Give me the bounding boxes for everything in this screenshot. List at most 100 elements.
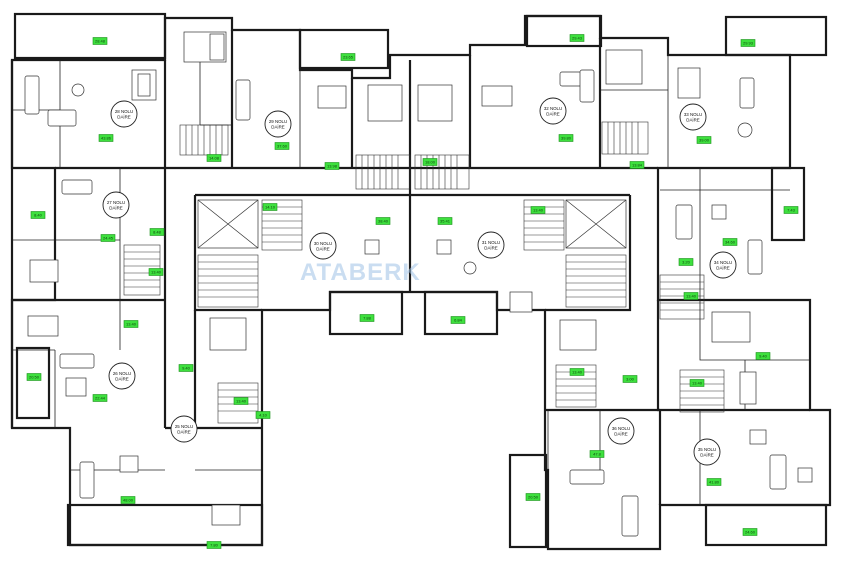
furniture [24,31,813,537]
area-badge: 38.40 [375,217,391,225]
balcony-31 [423,290,499,336]
stair-left-low [217,382,259,424]
shaft-right [565,199,627,249]
area-badge-text: 8.40 [34,212,43,217]
unit-label-line: 31 NOLU [482,240,500,245]
balcony-28 [13,12,167,60]
area-badge: 13.40 [683,292,699,300]
area-badge-text: 7.80 [210,542,219,547]
unit-label-line: DAİRE [716,266,729,271]
area-badge: 14.08 [206,154,222,162]
balcony-26 [15,346,51,420]
area-badge: 8.40 [30,211,46,219]
area-badge-text: 29.93 [743,40,754,45]
area-badge-text: 24.60 [745,529,756,534]
area-badge-text: 39.80 [561,135,572,140]
stair-right-mid [659,274,705,320]
unit-circle [102,191,130,219]
unit-label-line: 30 NOLU [314,241,332,246]
balcony-36a [508,453,548,549]
area-badge-text: 7.88 [363,315,372,320]
area-badge: 48.00 [120,496,136,504]
area-badge-text: 9.40 [182,365,191,370]
area-badge: 13.40 [148,268,164,276]
unit-circle [607,417,635,445]
area-badge: 43.86 [98,134,114,142]
unit-label-line: DAİRE [115,377,128,382]
area-badge: 3.00 [622,375,638,383]
area-badge: 23.65 [340,53,356,61]
unit-label-line: DAİRE [271,125,284,130]
area-badge-text: 24.45 [103,235,114,240]
area-badge-text: 39.00 [699,137,710,142]
area-badge: 37.60 [274,142,290,150]
area-badge: 28.48 [92,37,108,45]
unit-circle [693,438,721,466]
unit-label-line: DAİRE [686,118,699,123]
balcony-30 [328,290,404,336]
unit-circle [309,232,337,260]
area-badge: 41.80 [706,478,722,486]
area-badge: 35.41 [437,217,453,225]
area-badge-text: 13.98 [327,163,338,168]
area-badge: 13.40 [569,368,585,376]
unit-label-line: 26 NOLU [113,371,131,376]
balcony-35 [704,503,828,547]
area-badge: 29.43 [569,34,585,42]
area-badge: 13.40 [123,320,139,328]
area-badge: 18.00 [422,158,438,166]
area-badge-text: 20.50 [29,374,40,379]
area-badge-text: 43.86 [101,135,112,140]
shaft-left [197,199,259,249]
area-badge-text: 13.40 [572,369,583,374]
area-badge: 7.88 [359,314,375,322]
area-badge-text: 13.40 [692,380,703,385]
unit-label-line: DAİRE [614,432,627,437]
area-badge-text: 13.40 [533,207,544,212]
watermark-text: ATABERK [300,259,421,286]
unit-label-line: 36 NOLU [612,426,630,431]
elevator-shafts [197,199,627,249]
stair-core-right [523,199,627,308]
area-badge: 29.93 [740,39,756,47]
area-badge-text: 29.43 [572,35,583,40]
unit-label-line: DAİRE [546,112,559,117]
area-badge: 3.20 [678,258,694,266]
area-badge: 24.45 [100,234,116,242]
area-badge: 20.50 [26,373,42,381]
area-badge: 9.40 [755,352,771,360]
unit-label-line: 33 NOLU [684,112,702,117]
area-badge-text: 6.84 [454,317,463,322]
unit-label-line: DAİRE [700,453,713,458]
unit-label-line: 32 NOLU [544,106,562,111]
unit-circle [264,110,292,138]
area-badge: 7.80 [206,541,222,549]
area-badge-text: 4.10 [259,412,268,417]
area-badge: 13.40 [530,206,546,214]
area-badge-text: 23.65 [343,54,354,59]
area-badge: 13.98 [324,162,340,170]
area-badge: 39.00 [696,136,712,144]
area-badge: 39.80 [558,134,574,142]
unit-label-line: DAİRE [117,115,130,120]
balcony-33 [724,15,828,57]
area-badge-text: 9.40 [759,353,768,358]
unit-label-line: DAİRE [177,430,190,435]
area-badge-text: 8.48 [153,229,162,234]
area-badge: 14.10 [262,203,278,211]
unit-label-line: 35 NOLU [698,447,716,452]
area-badge-text: 47.8 [593,451,602,456]
area-badge-text: 14.08 [209,155,220,160]
unit-label-line: 28 NOLU [115,109,133,114]
area-badge: 24.60 [742,528,758,536]
area-badge-text: 3.00 [626,376,635,381]
area-badge-text: 7.43 [787,207,796,212]
unit-circle [108,362,136,390]
